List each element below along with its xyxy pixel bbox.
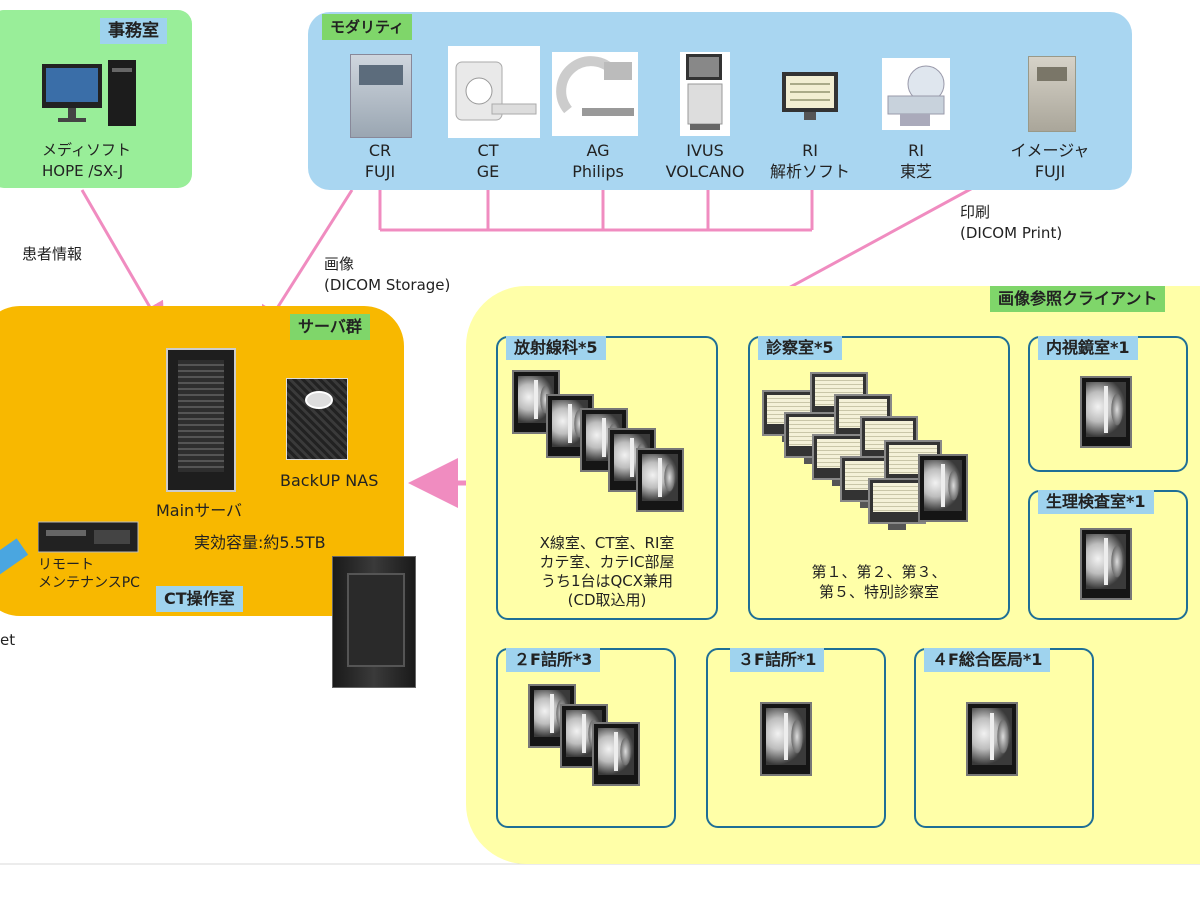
xray-viewer-icon — [1080, 528, 1132, 600]
xray-viewer-icon — [966, 702, 1018, 776]
room-physiology: 生理検査室*1 — [1028, 490, 1188, 620]
cr-device-icon — [350, 54, 412, 138]
main-server-label: Mainサーバ — [156, 501, 243, 520]
modality-title: モダリティ — [322, 14, 413, 40]
modality-item-3-line2: Philips — [572, 162, 624, 181]
office-device-line1: メディソフト — [42, 141, 131, 159]
modality-item-4-line1: IVUS — [686, 141, 724, 160]
main-server-icon — [166, 348, 236, 492]
modality-item-5-line2: 解析ソフト — [769, 162, 850, 181]
room-physiology-title: 生理検査室*1 — [1038, 490, 1154, 514]
room-2f-title: ２F詰所*3 — [506, 648, 601, 672]
modality-box: モダリティ CR FUJI CT GE AG Philips IVUS VOLC… — [308, 12, 1132, 190]
room-radiology-title: 放射線科*5 — [506, 336, 606, 360]
ct-scanner-icon — [448, 46, 540, 138]
modality-item-1-line1: CR — [368, 141, 392, 160]
xray-viewer-icon — [1080, 376, 1132, 448]
room-4f-title: ４F総合医局*1 — [924, 648, 1051, 672]
office-device-line2: HOPE /SX-J — [42, 162, 124, 180]
room-2f-station: ２F詰所*3 — [496, 648, 676, 828]
room-endoscopy: 内視鏡室*1 — [1028, 336, 1188, 472]
room-exam-line2: 第５、特別診察室 — [818, 583, 939, 601]
angiography-icon — [552, 52, 638, 136]
remote-pc-label-line1: リモート — [38, 557, 94, 573]
modality-item-7-line1: イメージャ — [1010, 141, 1090, 160]
remote-pc-label-line2: メンテナンスPC — [38, 575, 140, 591]
modality-item-3-line1: AG — [586, 141, 610, 160]
backup-nas-icon — [286, 378, 348, 460]
room-radiology-line4: (CD取込用) — [567, 591, 647, 609]
room-3f-station: ３F詰所*1 — [706, 648, 886, 828]
room-radiology-line2: カテ室、カテIC部屋 — [539, 553, 675, 571]
room-exam: 診察室*5 第１、第２、第３、 第５、特別診察室 — [748, 336, 1010, 620]
server-rack-icon — [332, 556, 416, 688]
ri-gamma-camera-icon — [882, 58, 950, 130]
backup-nas-label: BackUP NAS — [280, 471, 379, 490]
ri-analysis-monitor-icon — [782, 72, 838, 120]
modality-item-2-line2: GE — [476, 162, 500, 181]
office-title: 事務室 — [100, 18, 167, 44]
edge-cut-text: et — [0, 631, 16, 649]
print-label-line1: 印刷 — [960, 203, 991, 221]
ivus-device-icon — [680, 52, 730, 136]
server-group-title: サーバ群 — [290, 314, 370, 340]
xray-viewer-icon — [592, 722, 640, 786]
image-storage-label-line2: (DICOM Storage) — [324, 276, 451, 294]
room-radiology-line3: うち1台はQCX兼用 — [540, 572, 674, 590]
room-3f-title: ３F詰所*1 — [730, 648, 825, 672]
modality-item-2-line1: CT — [477, 141, 499, 160]
patient-info-label: 患者情報 — [22, 245, 83, 263]
xray-viewer-icon — [636, 448, 684, 512]
office-box: 事務室 メディソフト HOPE /SX-J — [0, 10, 192, 188]
xray-viewer-icon — [760, 702, 812, 776]
modality-item-4-line2: VOLCANO — [665, 162, 745, 181]
remote-pc-icon — [38, 521, 139, 553]
modality-item-6-line2: 東芝 — [899, 162, 932, 181]
room-exam-line1: 第１、第２、第３、 — [811, 563, 947, 581]
desktop-pc-icon — [42, 60, 136, 126]
modality-item-5-line1: RI — [802, 141, 818, 160]
ct-room-label: CT操作室 — [156, 586, 243, 612]
room-endoscopy-title: 内視鏡室*1 — [1038, 336, 1138, 360]
modality-item-1-line2: FUJI — [364, 162, 396, 181]
room-radiology: 放射線科*5 X線室、CT室、RI室 カテ室、カテIC部屋 うち1台はQCX兼用… — [496, 336, 718, 620]
clients-title: 画像参照クライアント — [990, 286, 1166, 312]
xray-viewer-icon — [918, 454, 968, 522]
imager-device-icon — [1028, 56, 1076, 132]
image-storage-label-line1: 画像 — [324, 255, 355, 273]
modality-item-7-line2: FUJI — [1034, 162, 1066, 181]
capacity-label: 実効容量:約5.5TB — [194, 533, 326, 552]
room-exam-title: 診察室*5 — [758, 336, 842, 360]
monitor-icon — [868, 478, 926, 530]
room-4f-medical-office: ４F総合医局*1 — [914, 648, 1094, 828]
room-radiology-line1: X線室、CT室、RI室 — [539, 534, 675, 552]
modality-item-6-line1: RI — [908, 141, 924, 160]
print-label-line2: (DICOM Print) — [960, 224, 1063, 242]
